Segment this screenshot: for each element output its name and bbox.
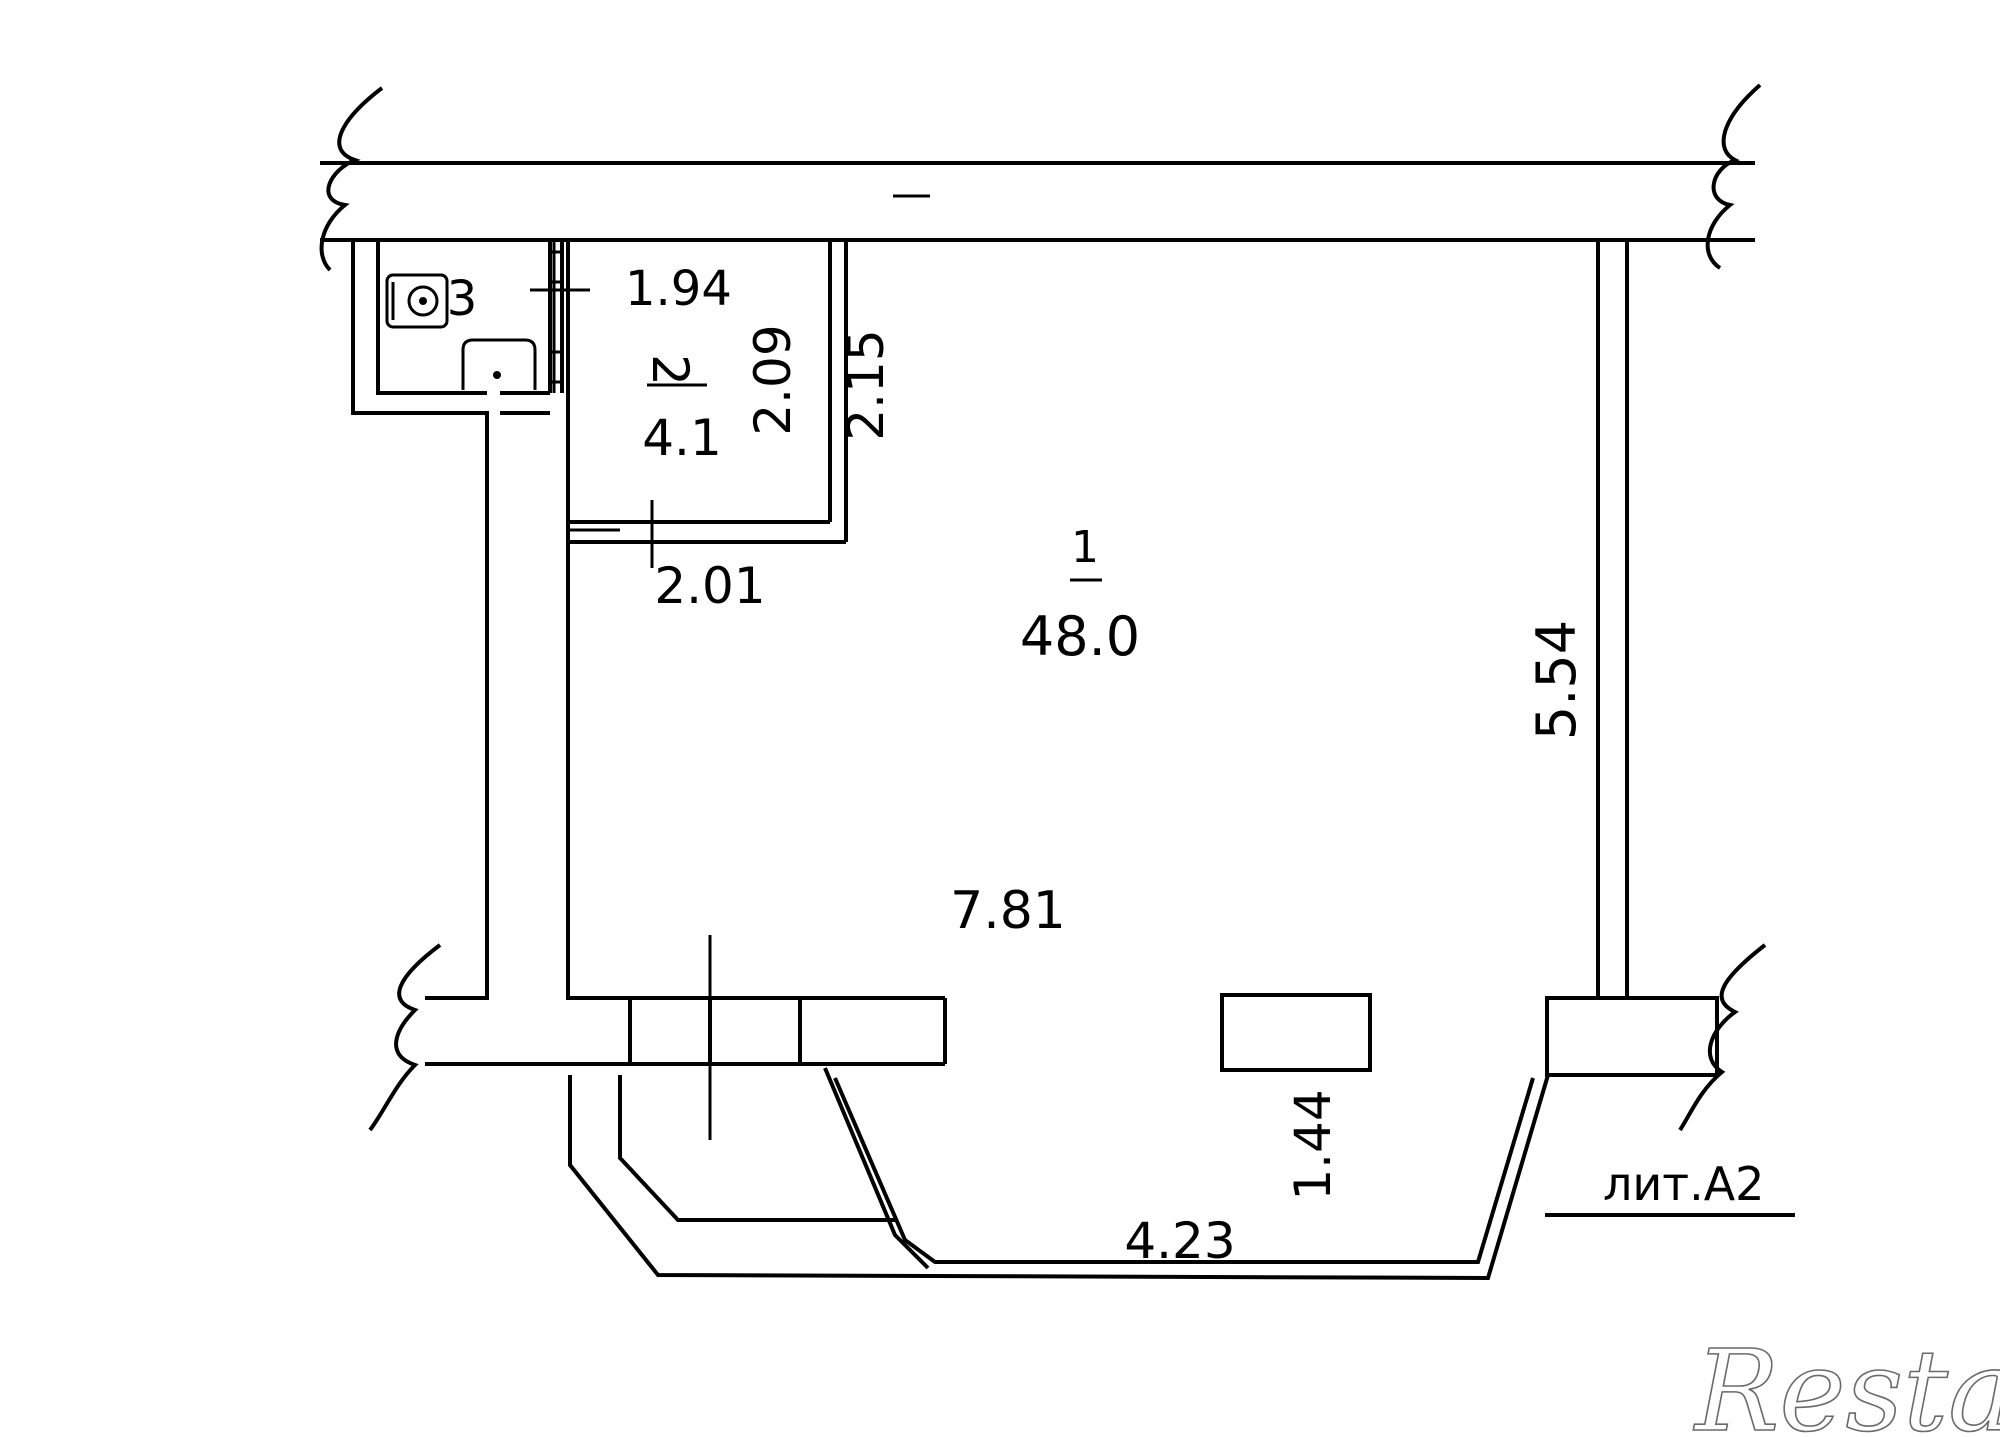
building-label: лит.А2 xyxy=(1603,1157,1764,1211)
dimension-7-81: 7.81 xyxy=(950,881,1066,941)
room-2-number: 2 xyxy=(641,354,699,386)
toilet-icon xyxy=(385,273,449,329)
room-2-walls xyxy=(568,240,848,568)
room-3-number: 3 xyxy=(447,271,478,327)
bay-window xyxy=(568,1067,1550,1281)
dimension-1-94: 1.94 xyxy=(625,261,732,317)
dimension-5-54: 5.54 xyxy=(1525,620,1588,740)
dimension-4-23: 4.23 xyxy=(1124,1212,1235,1270)
sink-icon xyxy=(461,338,537,390)
room-1-area: 48.0 xyxy=(1020,605,1140,668)
right-wall xyxy=(1596,240,1629,998)
dimension-2-09: 2.09 xyxy=(744,324,802,435)
dimension-2-15: 2.15 xyxy=(837,329,895,440)
dimension-1-44: 1.44 xyxy=(1284,1089,1342,1200)
dimension-2-01: 2.01 xyxy=(654,557,765,615)
top-wall xyxy=(319,83,1762,272)
wc-partitions xyxy=(351,240,570,1000)
room-2-area: 4.1 xyxy=(642,409,722,467)
bottom-wall xyxy=(368,935,1767,1140)
room-1-number: 1 xyxy=(1071,522,1099,573)
watermark-logo: Restate xyxy=(1693,1327,2000,1437)
labels: 3 1.94 2 4.1 2.09 2.15 2.01 1 48.0 5.54 … xyxy=(447,261,1795,1270)
